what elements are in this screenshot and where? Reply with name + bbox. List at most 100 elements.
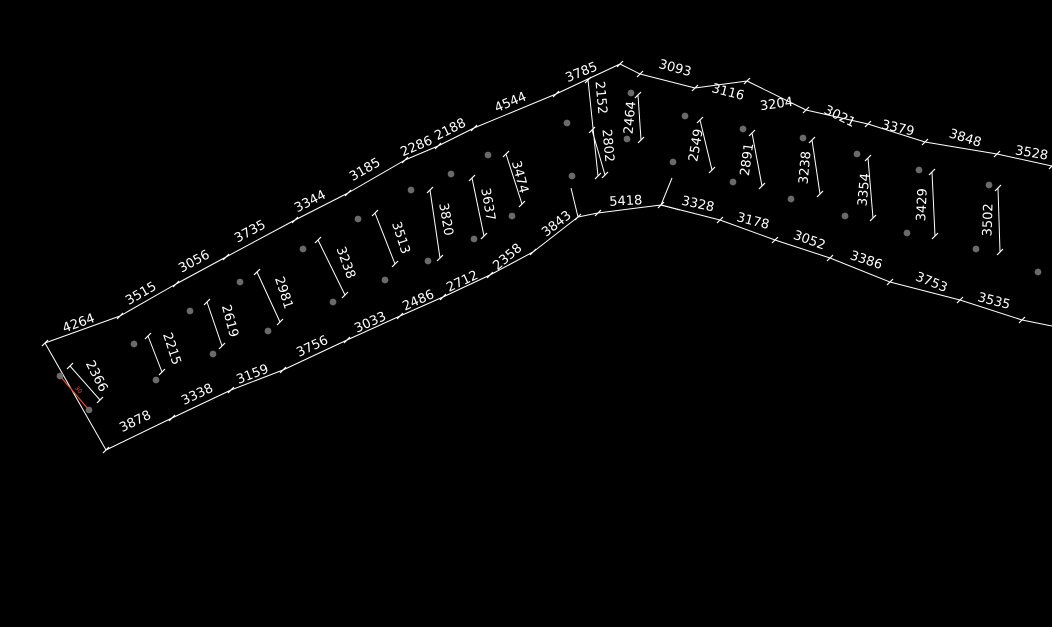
survey-point[interactable] — [739, 125, 747, 133]
survey-point[interactable] — [130, 340, 138, 348]
survey-point[interactable] — [681, 112, 689, 120]
bottom-dimension-label: 5418 — [609, 193, 643, 210]
survey-point[interactable] — [484, 151, 492, 159]
dim-tick — [371, 209, 379, 217]
cross-dim-line — [867, 157, 874, 219]
bottom-dimension-label: 2486 — [400, 287, 436, 314]
survey-point[interactable] — [985, 181, 993, 189]
bottom-dimension-label: 3328 — [680, 194, 715, 216]
top-dimension-label: 3379 — [880, 118, 916, 140]
dim-tick — [636, 70, 644, 78]
dim-tick — [276, 318, 284, 326]
survey-point[interactable] — [903, 229, 911, 237]
survey-point[interactable] — [1034, 268, 1042, 276]
dim-tick — [436, 254, 444, 262]
dim-tick — [172, 280, 180, 288]
dim-tick — [594, 209, 602, 217]
dim-tick — [826, 254, 834, 262]
dim-line-top — [44, 315, 121, 344]
cross-dim-line — [637, 94, 642, 141]
survey-point[interactable] — [381, 276, 389, 284]
dim-tick — [716, 216, 724, 224]
survey-point[interactable] — [972, 245, 980, 253]
survey-point[interactable] — [56, 372, 64, 380]
survey-point[interactable] — [568, 172, 576, 180]
dim-tick — [1048, 165, 1052, 170]
survey-point[interactable] — [264, 327, 272, 335]
top-dimension-label: 3056 — [176, 247, 212, 276]
dim-tick — [502, 150, 510, 158]
cross-dim-line — [471, 177, 485, 237]
survey-point[interactable] — [841, 212, 849, 220]
dim-tick — [588, 126, 596, 134]
cross-dim-line — [429, 189, 441, 259]
dim-line-top — [555, 63, 621, 95]
survey-point[interactable] — [407, 186, 415, 194]
dim-line-top — [437, 127, 475, 147]
dim-line-bottom — [719, 219, 776, 241]
dim-line-top — [225, 219, 296, 258]
top-dimension-label: 3735 — [232, 217, 268, 246]
dim-line-bottom — [489, 251, 534, 276]
dim-tick — [486, 271, 494, 279]
survey-point[interactable] — [915, 166, 923, 174]
survey-point[interactable] — [470, 235, 478, 243]
cross-dim-line — [69, 365, 101, 401]
survey-point[interactable] — [424, 257, 432, 265]
survey-point[interactable] — [669, 158, 677, 166]
survey-point[interactable] — [563, 119, 571, 127]
cross-dim-line — [997, 187, 1001, 253]
dim-tick — [434, 142, 442, 150]
survey-point[interactable] — [729, 178, 737, 186]
survey-point[interactable] — [236, 278, 244, 286]
bottom-dimension-label: 3178 — [735, 210, 771, 233]
top-dimension-label: 3528 — [1014, 143, 1049, 163]
dim-tick — [637, 136, 645, 144]
cross-dimension-label: 2619 — [218, 303, 241, 339]
dim-line-bottom — [597, 204, 662, 214]
dim-tick — [921, 138, 929, 146]
dim-tick — [227, 386, 235, 394]
dim-line-bottom — [829, 257, 891, 283]
survey-point[interactable] — [354, 215, 362, 223]
dim-line-top — [473, 93, 557, 129]
survey-point[interactable] — [787, 195, 795, 203]
dim-tick — [314, 236, 322, 244]
dim-line-bottom — [959, 299, 1023, 321]
survey-point[interactable] — [508, 212, 516, 220]
dim-tick — [391, 260, 399, 268]
dim-tick — [771, 236, 779, 244]
dim-tick — [691, 84, 699, 92]
dim-tick — [993, 150, 1001, 158]
survey-point[interactable] — [799, 134, 807, 142]
cross-dim-line — [147, 335, 163, 373]
survey-point[interactable] — [329, 298, 337, 306]
survey-point[interactable] — [152, 376, 160, 384]
dim-tick — [470, 124, 478, 132]
survey-point[interactable] — [209, 350, 217, 358]
survey-point[interactable] — [853, 150, 861, 158]
dim-tick — [96, 396, 104, 404]
survey-point[interactable] — [627, 89, 635, 97]
dim-line-top — [175, 256, 227, 285]
survey-point[interactable] — [447, 170, 455, 178]
top-dimension-label: 3185 — [347, 155, 383, 185]
extension-line — [660, 204, 681, 211]
dim-tick — [864, 120, 872, 128]
survey-point[interactable] — [85, 406, 93, 414]
dim-tick — [996, 248, 1004, 256]
dim-line-bottom — [230, 369, 284, 391]
bottom-dimension-label: 3338 — [179, 381, 215, 409]
dim-tick — [696, 116, 704, 124]
bottom-dimension-label: 3052 — [791, 228, 827, 253]
cross-dimension-label: 2549 — [686, 128, 707, 163]
survey-point[interactable] — [186, 307, 194, 315]
survey-point[interactable] — [623, 135, 631, 143]
dim-line-bottom — [282, 339, 348, 371]
cross-dim-line — [931, 171, 936, 237]
survey-point[interactable] — [299, 245, 307, 253]
dim-tick — [218, 342, 226, 350]
cross-dimension-label: 2981 — [271, 275, 295, 311]
top-dimension-label: 4264 — [61, 311, 97, 336]
